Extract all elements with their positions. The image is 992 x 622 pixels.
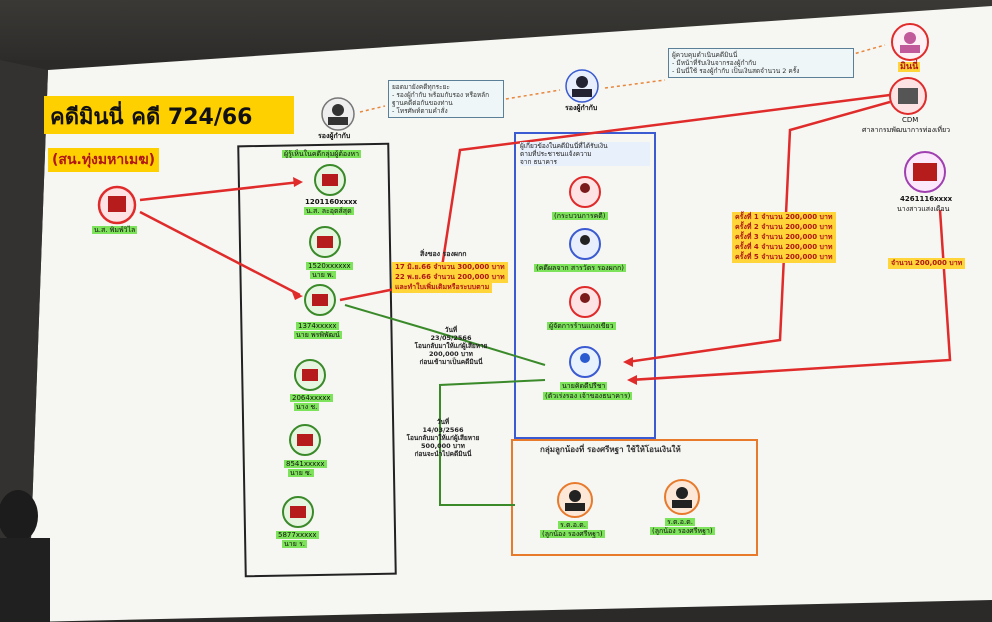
subordinates-title: กลุ่มลูกน้องที่ รองศรีหฐา ใช้ให้โอนเงินใ…: [540, 445, 681, 454]
note-transfer-1: วันที่ 23/05/2566 โอนกลับมาให้แก่ผู้เสีย…: [414, 326, 488, 366]
presenter-silhouette: [0, 490, 50, 622]
account-name: นาย ซ.: [288, 469, 315, 477]
account-number: 1201160xxxx: [305, 198, 358, 206]
title-highlight: [44, 96, 294, 134]
yellow-right-line: ครั้งที่ 4 จำนวน 200,000 บาท: [732, 242, 836, 253]
account-426-label: 4261116xxxx: [900, 195, 953, 203]
note-transfer-2: วันที่ 14/03/2566 โอนกลับมาให้แก่ผู้เสีย…: [406, 418, 480, 458]
account-426-sub: นางสาวแสงเดือน: [897, 205, 950, 213]
subordinate-name: (ลูกน้อง รองศรีหฐา): [540, 530, 605, 538]
minnie-icon: [891, 23, 929, 61]
suspect-label: (คดีผลจาก สารวัตร รองผกก): [534, 264, 626, 272]
cdm-icon: [889, 77, 927, 115]
suspect-sub-label: (ตัวเร่งรอง เจ้าของธนาคาร): [543, 392, 633, 400]
yellow-right-line: ครั้งที่ 2 จำนวน 200,000 บาท: [732, 222, 836, 233]
subordinates-box: [511, 439, 758, 556]
yellow-left-line: และทำใบเพิ่มเติมหรือระบบตาม: [392, 282, 493, 293]
top-left-officer-label: รองผู้กำกับ: [318, 132, 351, 140]
accounts-header: ผู้รู้เห็นในคดีกลุ่มผู้ต้องหา: [282, 150, 362, 158]
victim-label: น.ส. พิมพ์วิไล: [92, 226, 138, 234]
top-officer-icon: [565, 69, 599, 103]
subordinate-rank: ร.ต.อ.ต.: [665, 518, 695, 526]
yellow-left-line: 22 พ.ย.66 จำนวน 200,000 บาท: [392, 272, 508, 283]
suspect-label: ผู้จัดการร้านแกงเขียว: [547, 322, 616, 330]
diagram-subtitle: (สน.ทุ่งมหาเมฆ): [48, 148, 160, 172]
account-name: นาย พรพิพัฒน์: [294, 331, 342, 339]
account-icon-marks: [290, 174, 338, 518]
top-officer-label: รองผู้กำกับ: [565, 104, 598, 112]
yellow-right-line: ครั้งที่ 1 จำนวน 200,000 บาท: [732, 212, 836, 223]
suspect-label: นายคิดดีปรีชา: [560, 382, 608, 390]
green-arrows: [344, 304, 546, 506]
diagram-title: คดีมินนี่ คดี 724/66: [50, 105, 253, 130]
account-name: นาง ช.: [294, 403, 320, 411]
account-number: 8541xxxxx: [284, 460, 327, 468]
account-number: 1520xxxxxx: [306, 262, 353, 270]
account-number: 5877xxxxx: [276, 531, 319, 539]
note-top-right: ผู้ควบคุมดำเนินคดีมินนี่ - มีหน้าที่รับเ…: [668, 48, 854, 78]
cdm-sub-label: ศาลากรมพัฒนาการท่องเที่ยว: [862, 126, 951, 134]
dashed-links: [359, 44, 886, 113]
yellow-left-line: 17 มิ.ย.66 จำนวน 300,000 บาท: [392, 262, 508, 273]
victim-icon: [97, 185, 137, 225]
minnie-label: มินนี่: [898, 62, 921, 72]
account-name: นาย ร.: [282, 540, 308, 548]
account-426-icon: [904, 151, 946, 193]
note-top-left: ยอดมายังคดีทุกระยะ - รองผู้กำกับ พร้อมกั…: [388, 80, 504, 118]
accounts-column-box: [237, 142, 397, 578]
account-name: นาย พ.: [310, 271, 336, 279]
yellow-left-header: สิ่งของ รองผกก: [420, 250, 467, 258]
top-left-officer-icon: [321, 97, 355, 131]
subordinate-name: (ลูกน้อง รองศรีหฐา): [650, 527, 715, 535]
yellow-bottom-right: จำนวน 200,000 บาท: [888, 258, 966, 269]
account-number: 1374xxxxx: [296, 322, 339, 330]
account-name: น.ส. ละอุตส์สุด: [304, 207, 354, 215]
note-suspects-header: ผู้เกี่ยวข้องในคดีมินนี่ที่ได้รับเงิน ตา…: [520, 142, 650, 166]
account-number: 2064xxxxx: [290, 394, 333, 402]
yellow-right-line: ครั้งที่ 3 จำนวน 200,000 บาท: [732, 232, 836, 243]
suspect-label: (กระบวนการคดี): [552, 212, 608, 220]
suspect-icons: [569, 176, 601, 378]
subordinate-icons: [557, 479, 700, 518]
subordinate-rank: ร.ต.อ.ต.: [558, 521, 588, 529]
cdm-label: CDM: [902, 116, 919, 124]
yellow-right-line: ครั้งที่ 5 จำนวน 200,000 บาท: [732, 252, 836, 263]
